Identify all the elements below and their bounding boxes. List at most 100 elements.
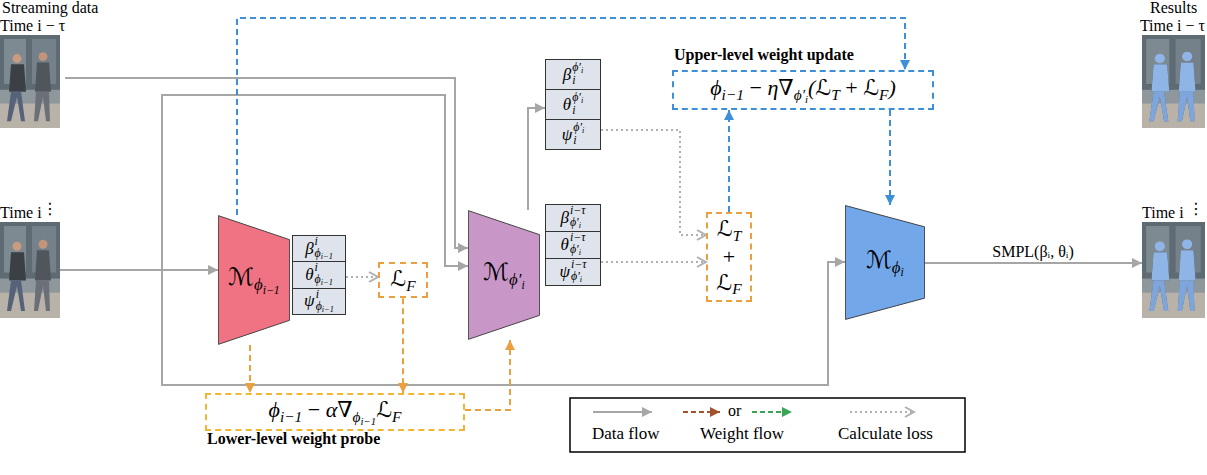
connector: [346, 276, 378, 278]
formula: ℳϕi: [866, 246, 904, 280]
math-operator: +: [845, 75, 857, 100]
connector: [601, 130, 706, 235]
result-photo: [1142, 35, 1205, 128]
math-text: i−1: [321, 278, 333, 287]
subscript: ϕi−1: [315, 248, 333, 261]
script-pair: i−τϕ′i: [570, 205, 586, 230]
math-text: ℳ: [866, 247, 892, 273]
math-sub: i: [901, 266, 904, 279]
annotation-label: Streaming data: [2, 0, 98, 17]
math-text: ϕ: [353, 408, 361, 425]
math-text: ϕ: [269, 397, 280, 422]
math-text: i: [580, 275, 582, 284]
superscript: ϕ′i: [573, 122, 584, 135]
formula-line: ℒF: [390, 266, 415, 294]
superscript: ϕ′i: [572, 92, 583, 105]
math-sub: i: [581, 66, 583, 75]
math-text: i−1: [722, 86, 744, 103]
math-text: ℒ: [376, 397, 392, 422]
math-text: i−1: [321, 252, 333, 261]
subscript: i: [572, 75, 583, 87]
math-text: ϕ: [892, 258, 901, 277]
math-text: θ: [305, 265, 313, 285]
connector: [249, 345, 251, 393]
math-sub: i: [580, 275, 582, 284]
legend-sample: [593, 411, 652, 413]
frame-heading: Time i − τ: [0, 17, 65, 34]
input-frame: Time i − τ: [0, 17, 65, 128]
script-pair: ϕ′ii: [572, 62, 583, 87]
model-trapezoid: ℳϕ′i: [468, 210, 540, 340]
superscript: ϕ′i: [572, 62, 583, 75]
math-text: β: [305, 239, 313, 259]
legend-sample: [850, 411, 914, 413]
math-text: T: [733, 227, 742, 244]
math-operator: −: [749, 75, 761, 100]
stack-cell: ψϕ′ii: [545, 119, 601, 150]
script-pair: i−τϕ′i: [570, 232, 586, 257]
connector: [601, 261, 706, 263]
math-sub: F: [732, 280, 741, 297]
math-sub: ϕi−1: [353, 408, 377, 425]
script-pair: iϕi−1: [315, 236, 333, 261]
box-caption: Lower-level weight probe: [207, 430, 380, 448]
model-trapezoid: ℳϕi−1: [218, 215, 290, 345]
model-label: ℳϕi: [845, 205, 925, 320]
math-sub: i−1: [322, 305, 334, 314]
math-text: θ: [561, 235, 569, 255]
subscript: ϕi−1: [316, 301, 334, 314]
math-text: i: [901, 266, 904, 279]
model-label: ℳϕi−1: [218, 215, 290, 345]
math-text: ϕ′: [570, 215, 579, 229]
connector: [60, 262, 845, 385]
script-pair: iϕi−1: [316, 289, 334, 314]
result-frame: Time i: [1142, 204, 1205, 318]
math-text: ψ: [304, 291, 315, 311]
math-text: ϕ: [710, 75, 721, 100]
subscript: i: [572, 105, 583, 117]
math-text: ℳ: [483, 259, 509, 285]
math-operator: −: [308, 397, 320, 422]
formula: ℳϕ′i: [483, 258, 524, 292]
math-text: i−1: [361, 415, 377, 427]
math-text: α∇: [326, 397, 353, 422]
math-text: ϕ′: [572, 90, 581, 104]
math-text: F: [879, 86, 888, 103]
connector: [889, 110, 891, 205]
probe-box: ϕi−1−α∇ϕi−1ℒFLower-level weight probe: [205, 393, 465, 431]
stack-cell: βi−τϕ′i: [545, 204, 601, 232]
result-frame: Time i − τ: [1122, 17, 1205, 128]
math-text: ℒ: [863, 75, 879, 100]
math-sub: i−1: [280, 408, 302, 425]
math-text: ϕ′: [794, 86, 805, 103]
stack-cell: ψi−τϕ′i: [545, 258, 601, 286]
math-sub: ϕ′i: [794, 86, 808, 103]
legend-sample: [683, 411, 720, 413]
math-text: i: [805, 93, 808, 105]
math-text: i: [582, 126, 584, 135]
stack-cell: θiϕi−1: [292, 261, 346, 288]
math-text: i−1: [280, 408, 302, 425]
legend-frame: [570, 398, 965, 452]
loss-box: ℒT+ℒF: [706, 212, 752, 302]
math-text: η∇: [767, 75, 793, 100]
formula-line: +: [717, 244, 740, 269]
connector: [402, 298, 404, 393]
box-caption: Upper-level weight update: [674, 46, 854, 64]
trapezoid-outline: [845, 206, 924, 320]
math-text: θ: [563, 95, 571, 115]
math-text: ψ: [562, 125, 573, 145]
math-text: (ℒ: [808, 75, 831, 100]
math-text: ϕ′: [573, 120, 582, 134]
math-sub: i: [521, 279, 524, 292]
math-sub: i−1: [321, 278, 333, 287]
math-sub: i−1: [263, 284, 280, 297]
math-sub: i−1: [361, 415, 377, 427]
stack-cell: βiϕi−1: [292, 235, 346, 262]
stack-cell: βϕ′ii: [545, 59, 601, 90]
input-frame: Time i: [0, 204, 60, 318]
math-sub: i−1: [722, 86, 744, 103]
trapezoid-outline: [218, 216, 289, 345]
script-pair: ϕ′ii: [573, 122, 584, 147]
math-text: i: [316, 287, 319, 301]
